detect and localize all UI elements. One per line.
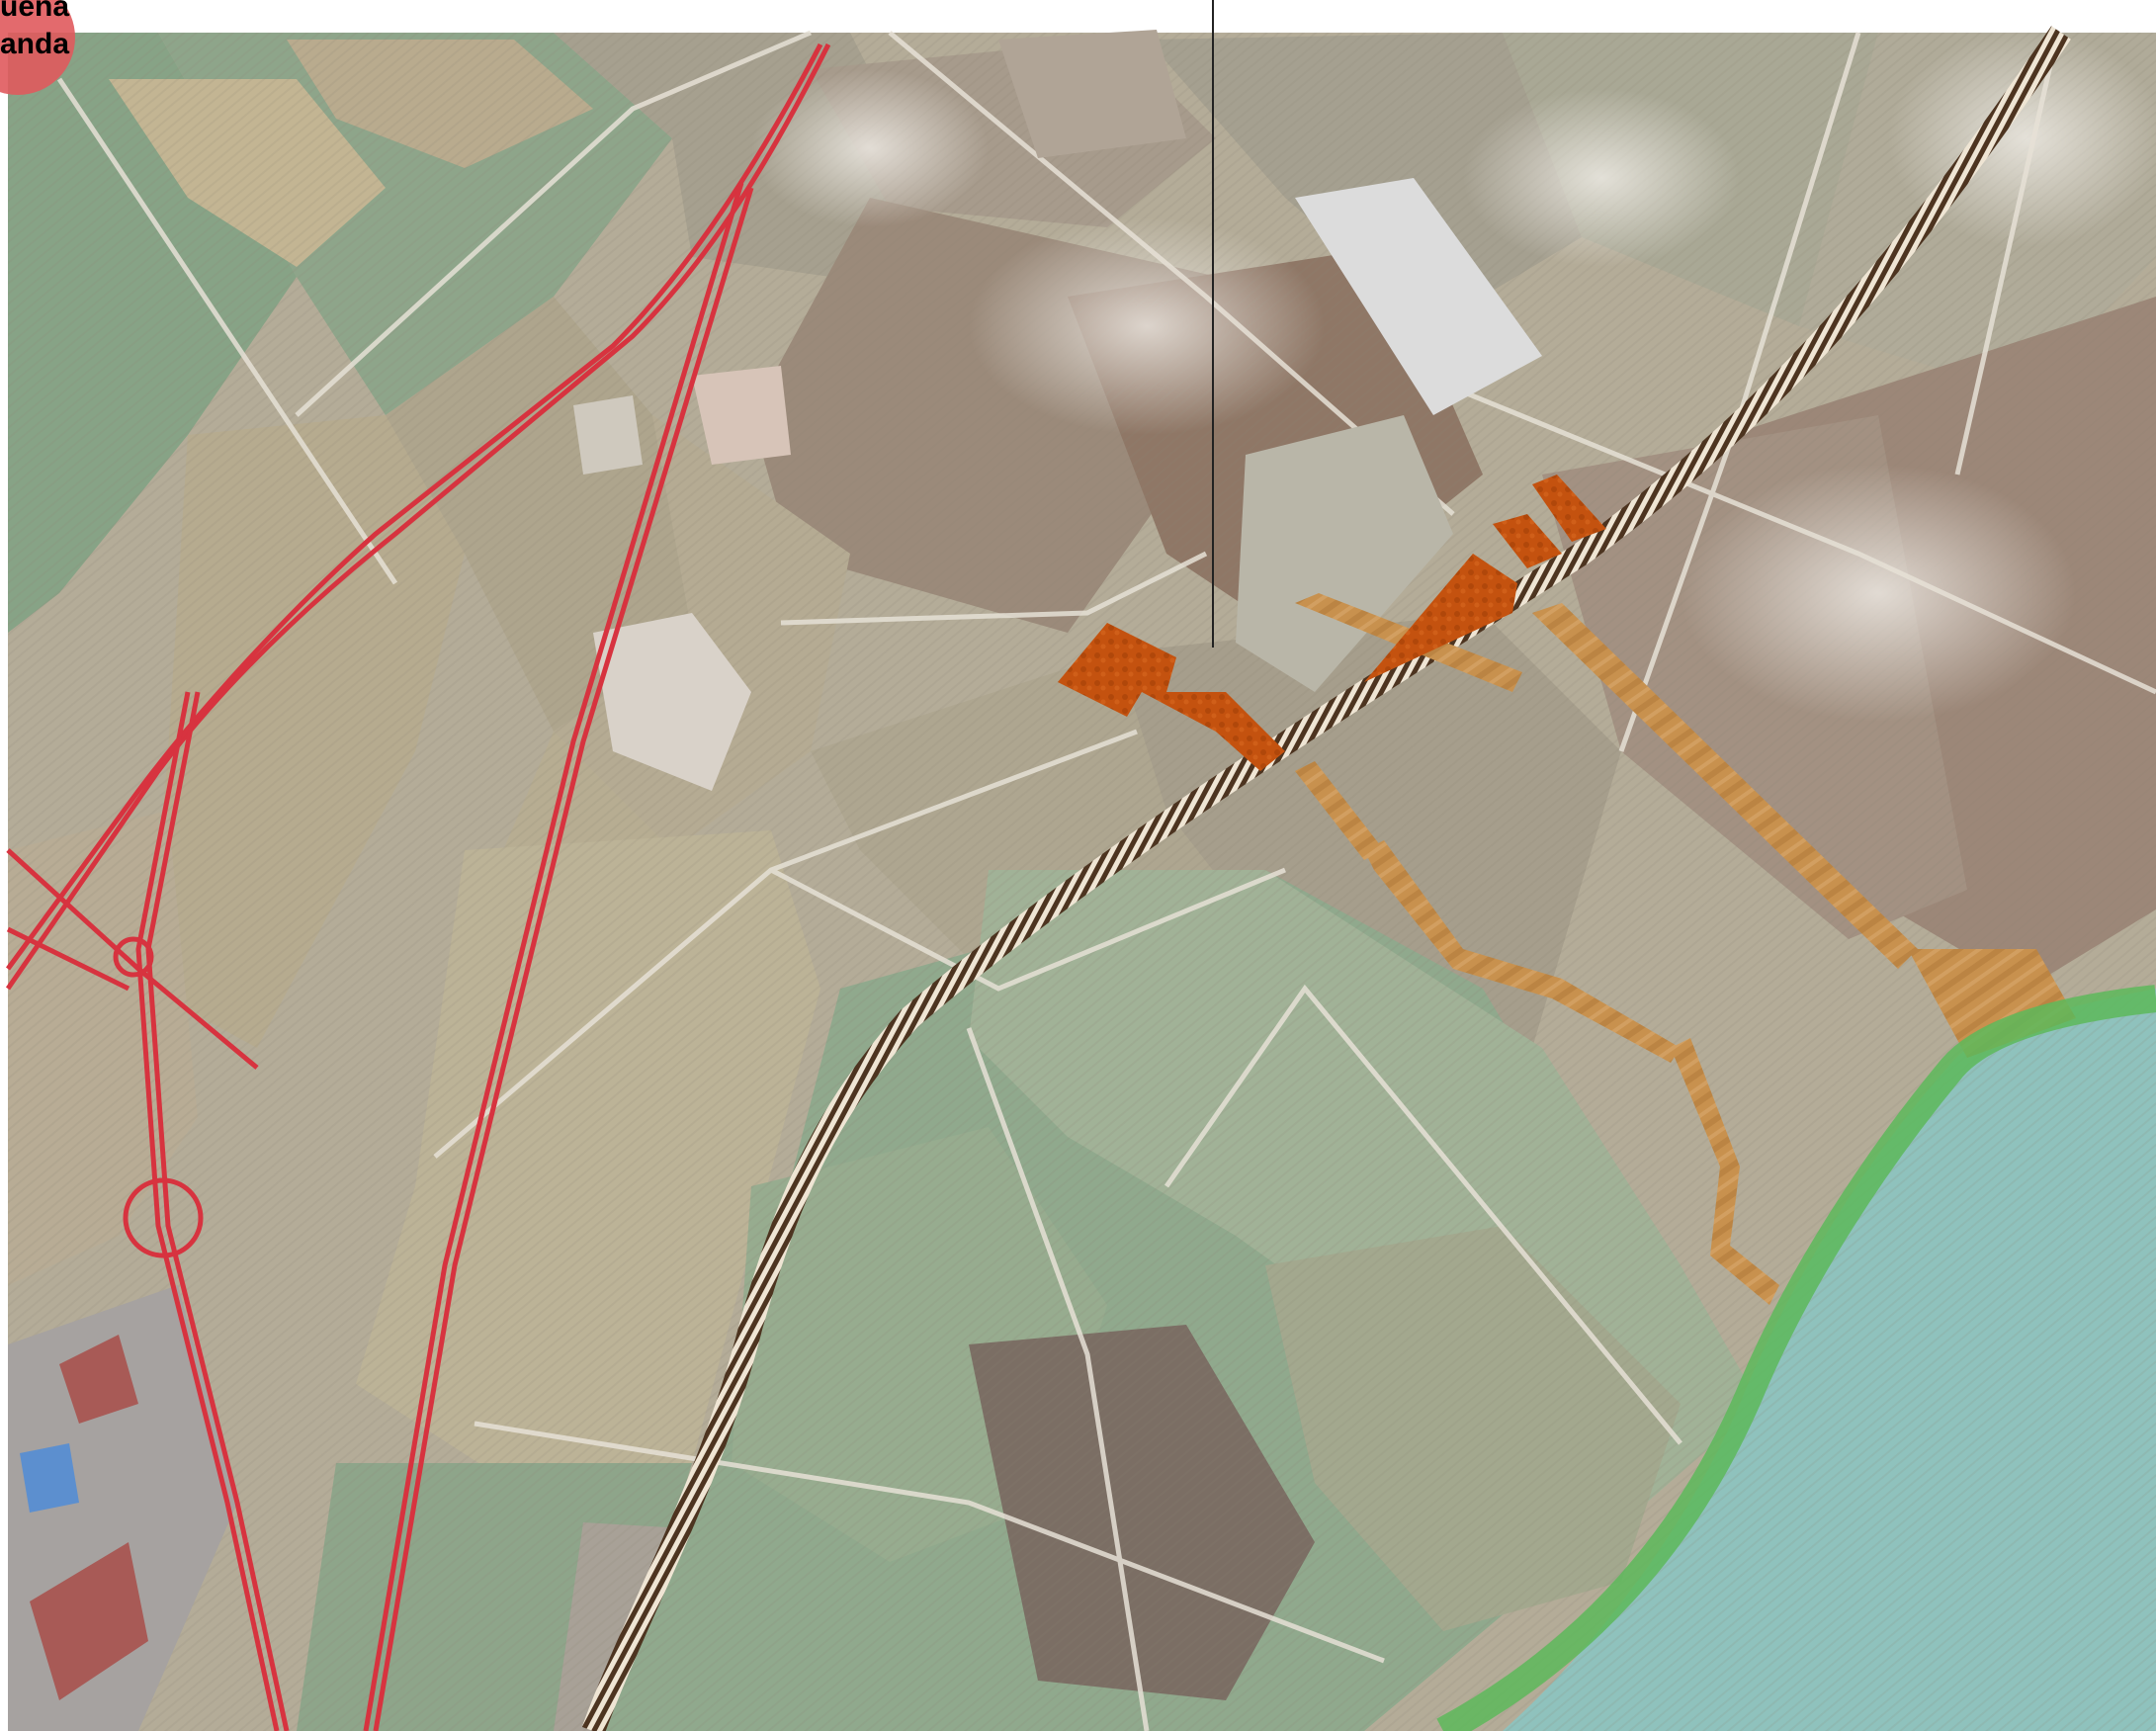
rural-tracks xyxy=(56,30,2156,1731)
circle-marker-icon xyxy=(0,0,75,95)
road-network xyxy=(5,43,831,1731)
settlements xyxy=(8,30,1542,1731)
urban-parcel-east-a xyxy=(1493,514,1562,568)
urban-parcel-central xyxy=(1364,554,1517,682)
urban-parcels xyxy=(1058,475,1606,771)
cloud-haze xyxy=(751,30,2156,722)
place-label-line1: ueña xyxy=(0,0,70,23)
urban-parcel-west xyxy=(1058,623,1285,771)
shoreline-green xyxy=(1436,985,2156,1731)
urban-parcel-east-b xyxy=(1532,475,1606,542)
railway-line xyxy=(581,26,2071,1731)
place-label-line2: anda xyxy=(0,28,70,60)
